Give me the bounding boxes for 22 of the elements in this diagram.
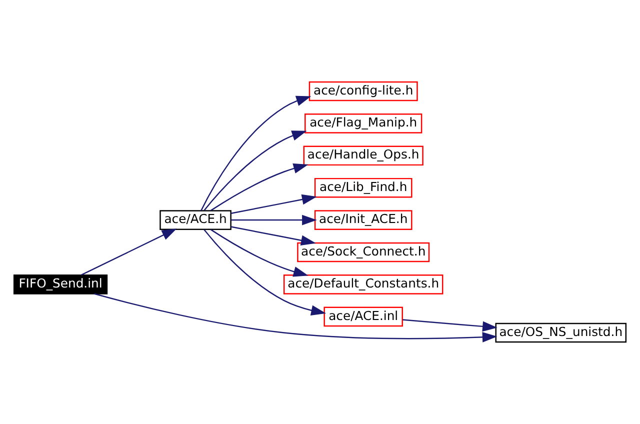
arrow	[204, 130, 307, 211]
node-box: ace/Sock_Connect.h	[297, 242, 430, 262]
arrow	[81, 228, 177, 276]
node-box: ace/Lib_Find.h	[314, 178, 412, 198]
node-box: ace/Default_Constants.h	[283, 274, 444, 294]
arrow	[200, 96, 312, 211]
arrow	[94, 293, 498, 342]
arrow	[210, 229, 308, 277]
node-box: ace/ACE.h	[160, 210, 232, 230]
node-box: FIFO_Send.inl	[13, 274, 108, 294]
node-box: ace/Handle_Ops.h	[303, 146, 424, 166]
node-box: ace/ACE.inl	[324, 306, 403, 327]
arrow	[231, 214, 317, 226]
arrow	[230, 226, 316, 246]
arrow	[230, 194, 317, 214]
arrow	[402, 319, 498, 332]
arrow	[204, 229, 326, 316]
node-box: ace/Init_ACE.h	[314, 210, 412, 230]
node-box: ace/Flag_Manip.h	[304, 114, 422, 134]
arrow	[210, 163, 308, 211]
node-box: ace/OS_NS_unistd.h	[495, 322, 627, 343]
node-box: ace/config-lite.h	[308, 81, 418, 102]
